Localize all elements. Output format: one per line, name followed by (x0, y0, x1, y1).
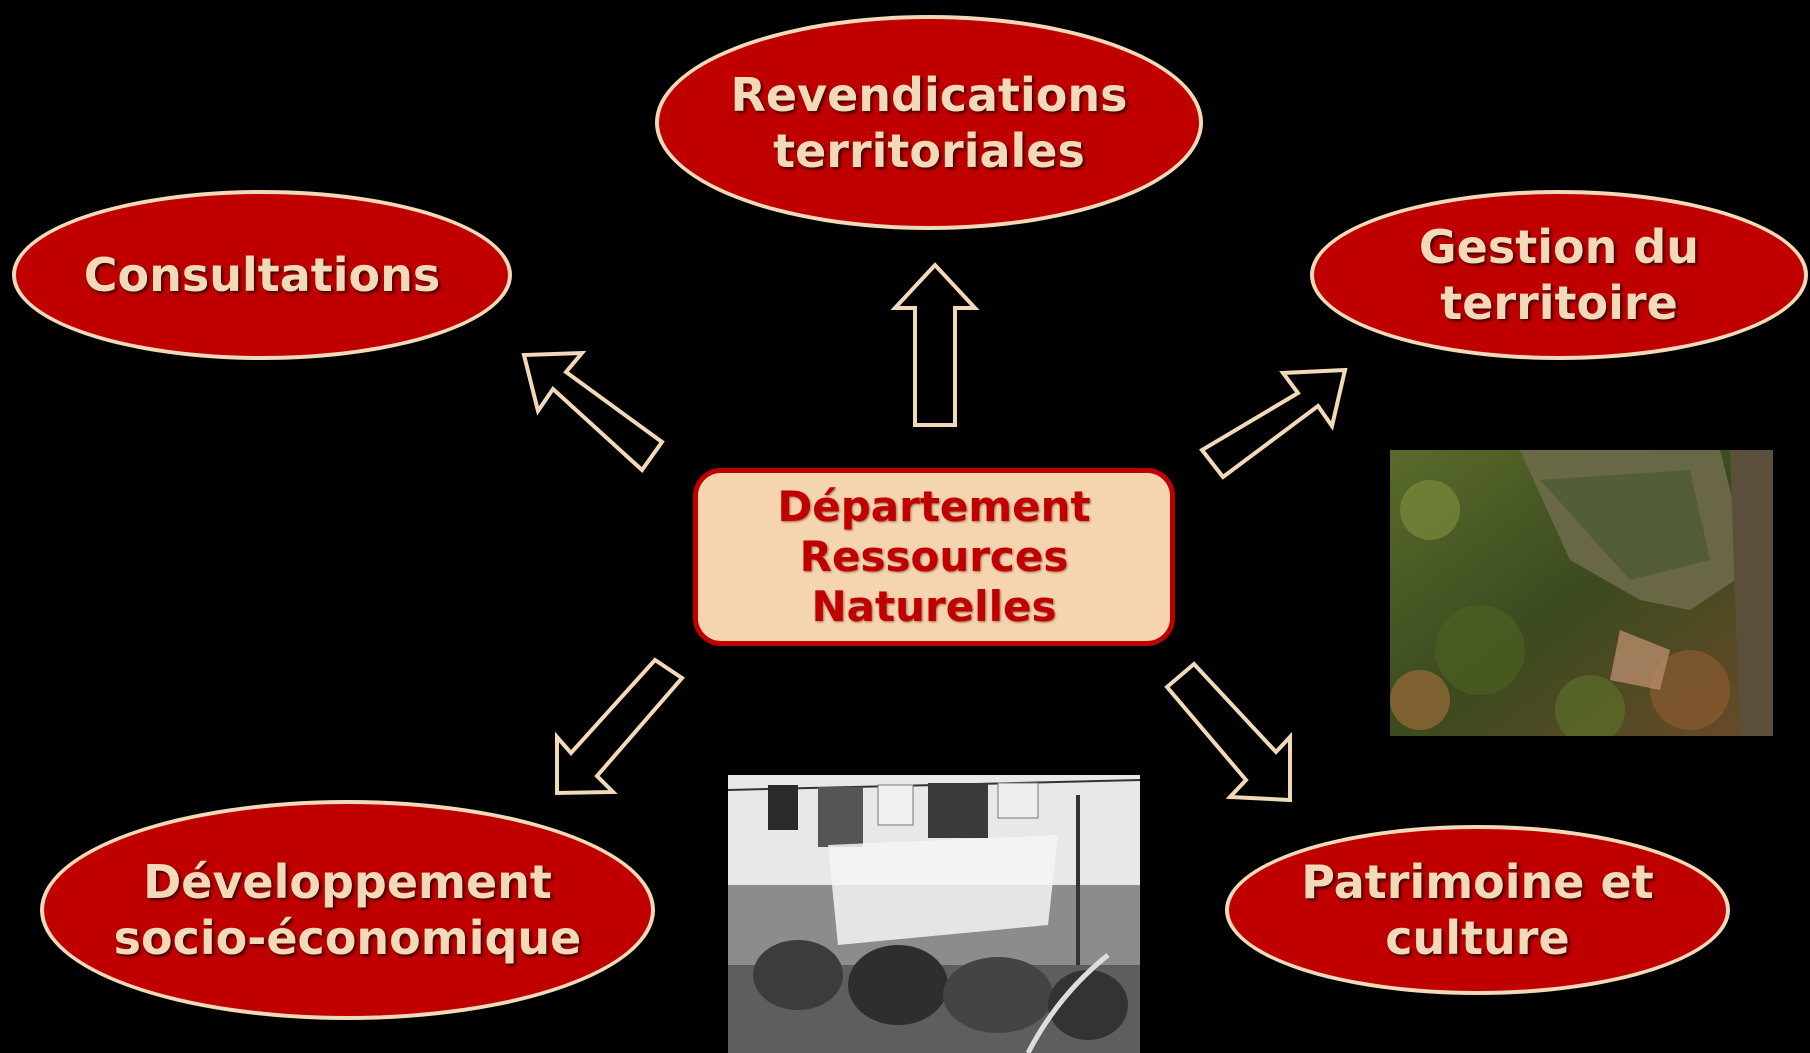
arrow-up-right-icon (1199, 367, 1348, 480)
camp-photo (728, 775, 1140, 1053)
node-developpement-label: Développement socio-économique (113, 855, 582, 965)
forest-photo (1390, 450, 1773, 736)
arrow-up-icon (890, 262, 980, 427)
node-developpement: Développement socio-économique (40, 800, 655, 1020)
node-patrimoine: Patrimoine et culture (1225, 825, 1730, 995)
node-consultations-label: Consultations (83, 248, 441, 302)
node-consultations: Consultations (12, 190, 512, 360)
arrow-down-right-icon (1164, 661, 1292, 803)
arrow-down-left-icon (555, 657, 685, 796)
center-label: Département Ressources Naturelles (777, 482, 1091, 631)
arrow-up-left-icon (521, 350, 665, 473)
node-gestion: Gestion du territoire (1310, 190, 1808, 360)
node-patrimoine-label: Patrimoine et culture (1301, 855, 1654, 965)
node-revendications: Revendications territoriales (655, 15, 1203, 230)
node-gestion-label: Gestion du territoire (1418, 220, 1700, 330)
center-box: Département Ressources Naturelles (693, 468, 1175, 646)
node-revendications-label: Revendications territoriales (730, 67, 1128, 178)
